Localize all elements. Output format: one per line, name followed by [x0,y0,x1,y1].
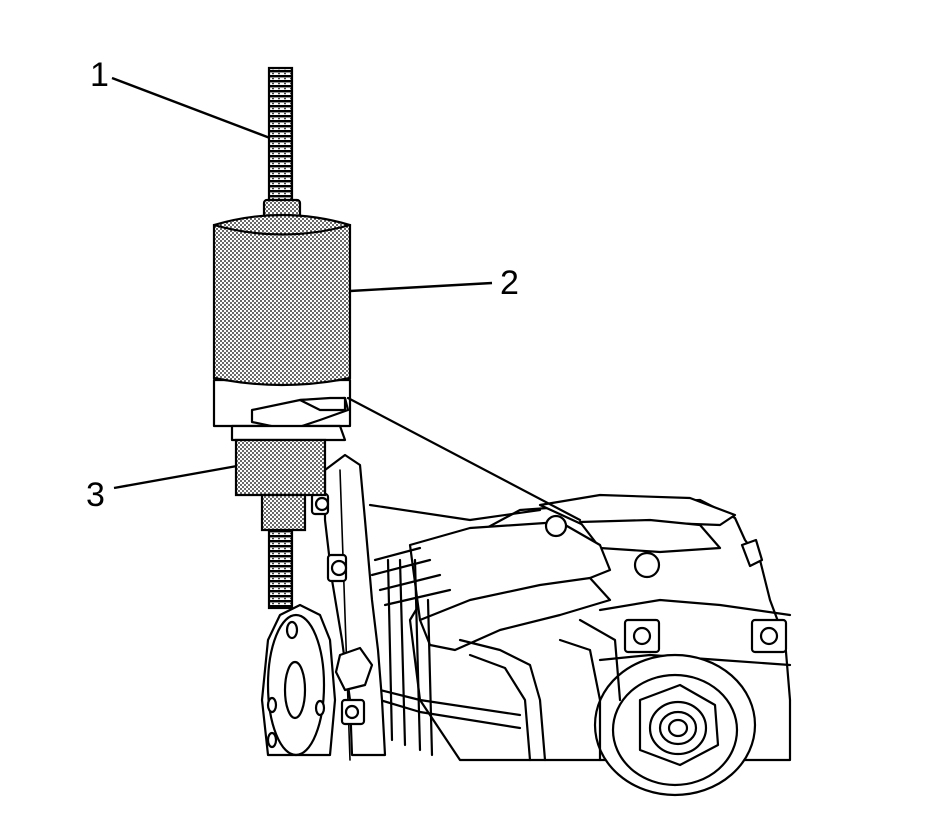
callout-labels: 1 2 3 [86,56,519,514]
callout-3: 3 [86,476,105,514]
callout-1: 1 [90,56,109,94]
leader-line-3 [113,464,238,490]
sleeve-adapter [234,438,327,532]
housing-assembly [368,493,792,797]
hub-flange [260,603,337,757]
adapter-bracket [310,453,387,761]
puller-body [212,213,352,442]
callout-2: 2 [500,264,519,302]
threaded-rod [267,66,294,610]
leader-line-1 [111,76,271,140]
leader-line-2 [349,281,493,293]
leader-lines [111,76,582,522]
